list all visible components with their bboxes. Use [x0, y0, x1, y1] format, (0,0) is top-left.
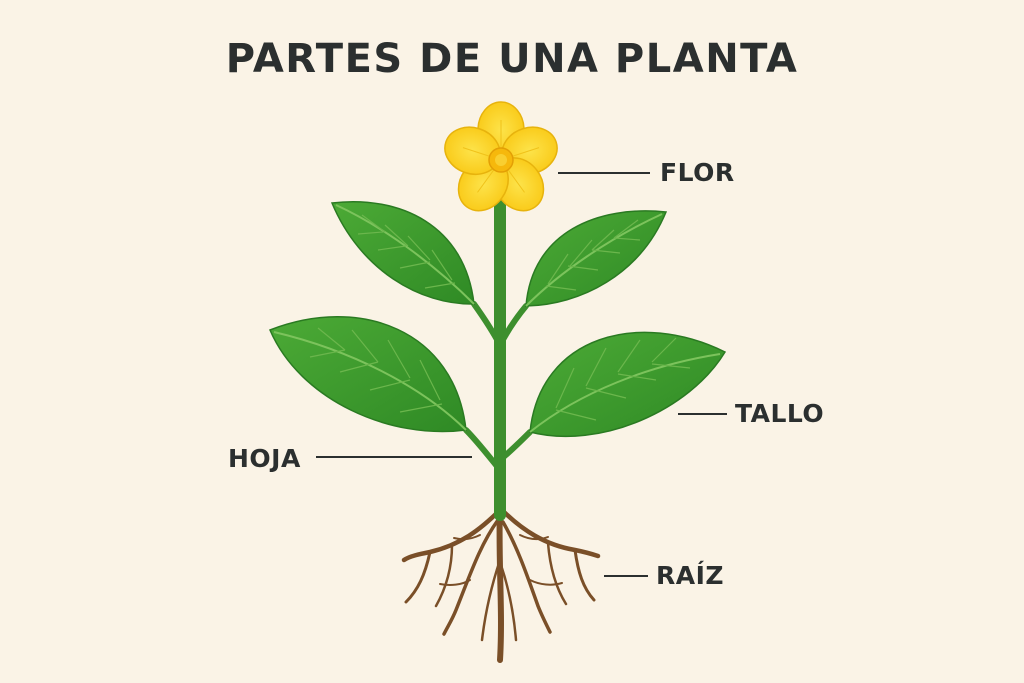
roots — [401, 502, 601, 663]
leaf-lower-left — [269, 316, 467, 433]
leader-lines — [316, 172, 727, 577]
stem — [463, 189, 533, 521]
leaf-upper-right — [525, 210, 668, 307]
root-label: RAÍZ — [656, 561, 725, 590]
leaf-lower-right — [529, 331, 727, 438]
flower — [444, 101, 558, 212]
leaf-label: HOJA — [228, 444, 301, 473]
flower-label: FLOR — [660, 158, 735, 187]
diagram-title: PARTES DE UNA PLANTA — [225, 36, 799, 82]
leaf-upper-left — [330, 201, 475, 305]
stem-label: TALLO — [735, 399, 825, 428]
